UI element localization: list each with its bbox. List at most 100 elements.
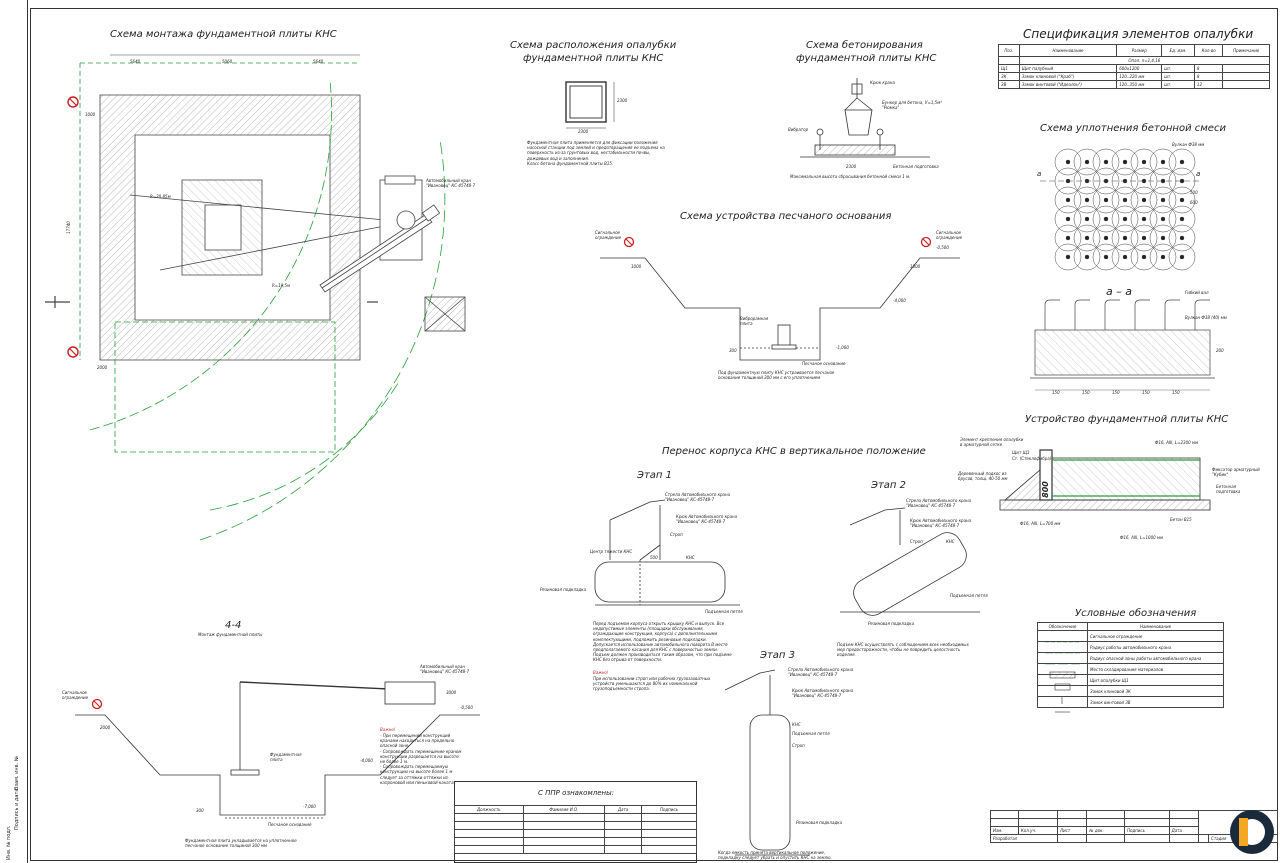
- s2-pipe: Подъемная петля: [950, 593, 988, 598]
- acq-header: Должность: [454, 805, 524, 814]
- compaction-mark-a-right: а: [1196, 170, 1201, 178]
- spec-cell: ЗК: [998, 72, 1020, 81]
- stamp-col: Кол.уч.: [1017, 826, 1059, 835]
- vibration-point: [1160, 254, 1166, 260]
- compaction-radius: [1092, 243, 1120, 271]
- spec-cell: 12: [1193, 80, 1224, 89]
- s3-pipe: Подъемная петля: [792, 731, 830, 736]
- compaction-radius: [1130, 243, 1158, 271]
- s1-kns: КНС: [686, 555, 695, 560]
- title-section44: 4-4: [225, 620, 242, 631]
- concreting-scheme: [800, 78, 930, 158]
- title-spec: Спецификация элементов опалубки: [1023, 27, 1254, 41]
- spec-cell: [1222, 80, 1270, 89]
- stamp-col: Лист: [1057, 826, 1088, 835]
- stamp-col: № док.: [1086, 826, 1125, 835]
- spec-header: Поз.: [998, 44, 1020, 57]
- aa-dim-6: 200: [1216, 348, 1224, 353]
- s1-center: Центр тяжести КНС: [590, 549, 633, 554]
- compaction-radius: [1054, 243, 1082, 271]
- spec-cell: Щ1: [998, 64, 1020, 73]
- acq-header: Фамилия И.О.: [522, 805, 606, 814]
- s3-sling: Строп: [792, 743, 805, 748]
- acq-title: С ППР ознакомлены:: [538, 789, 614, 797]
- mounting-crane-label: Автомобильный кран "Ивановец" КС-45748-7: [426, 178, 476, 188]
- s44-dim-3: 3000: [446, 690, 457, 695]
- concreting-note: Максимальная высота сбрасывания бетонной…: [790, 174, 911, 179]
- fd-l5: Ф16, АIII, L=2300 мм: [1155, 440, 1198, 445]
- compaction-radius: [1168, 148, 1196, 176]
- vibration-point: [1084, 197, 1090, 203]
- spec-cell: Щит палубный: [1018, 64, 1118, 73]
- legend-item: Радиус опасной зоны работы автомобильног…: [1087, 652, 1224, 664]
- mounting-radius1: R=20,85м: [150, 194, 171, 199]
- stage2-drawing: [840, 507, 980, 616]
- compaction-radius: [1149, 243, 1177, 271]
- mounting-dim-5: 1000: [85, 112, 96, 117]
- compaction-radius: [1149, 148, 1177, 176]
- compaction-radius: [1130, 224, 1158, 252]
- legend-item: Место складирования материалов: [1087, 663, 1224, 675]
- s1-pipe: Подъемная петля: [705, 609, 743, 614]
- s44-mark2: -4,000: [360, 758, 373, 763]
- s2-kns: КНС: [946, 539, 955, 544]
- compaction-radius: [1168, 186, 1196, 214]
- aa-board: Гибкий вал: [1185, 290, 1209, 295]
- vibration-point: [1160, 159, 1166, 165]
- drawing-frame: [30, 8, 1278, 861]
- s1-boom: Стрела Автомобильного крана "Ивановец" К…: [665, 492, 731, 502]
- spec-cell: Замок клиновой ("Краб"): [1018, 72, 1118, 81]
- s44-important: - При перемещении конструкций кранами на…: [380, 733, 462, 785]
- compaction-radius: [1092, 224, 1120, 252]
- title-mounting: Схема монтажа фундаментной плиты КНС: [110, 29, 337, 40]
- s2-note: Подъем КНС осуществлять с соблюдением вс…: [837, 642, 969, 658]
- compaction-vibrator: Вулкан Ф38 мм: [1172, 142, 1205, 147]
- vibration-point: [1103, 216, 1109, 222]
- vibration-point: [1141, 197, 1147, 203]
- vibration-point: [1103, 197, 1109, 203]
- spec-header: Размер: [1116, 44, 1163, 57]
- vibration-point: [1160, 197, 1166, 203]
- s2-crane: Крюк Автомобильного крана "Ивановец" КС-…: [910, 518, 972, 528]
- mounting-plan: [45, 54, 466, 541]
- title-formwork-layout-1: Схема расположения опалубки: [510, 40, 677, 51]
- compaction-scheme: [1040, 148, 1200, 271]
- sand-note: Под фундаментную плиту КНС устраивается …: [718, 370, 835, 381]
- compaction-radius: [1092, 205, 1120, 233]
- vibration-point: [1084, 159, 1090, 165]
- aa-dim-5: 150: [1172, 390, 1180, 395]
- vibration-point: [1065, 216, 1071, 222]
- spec-header: Кол-во: [1193, 44, 1224, 57]
- compaction-radius: [1054, 224, 1082, 252]
- vibration-point: [1103, 159, 1109, 165]
- mounting-dim-2: 5060: [222, 59, 233, 64]
- spec-group: Опал. n=1,4,16: [1018, 56, 1271, 65]
- s44-important-title: Важно!: [380, 727, 396, 732]
- list-item: Замок винтовой ЗВ: [1037, 696, 1224, 708]
- compaction-radius: [1149, 186, 1177, 214]
- fd-l10: Бетон В15: [1170, 517, 1192, 522]
- title-transfer: Перенос корпуса КНС в вертикальное полож…: [662, 446, 926, 457]
- spec-header: Ед. изм.: [1161, 44, 1195, 57]
- sand-mark1: -0,500: [936, 245, 949, 250]
- spec-cell: 120..350 мм: [1116, 80, 1163, 89]
- title-compaction: Схема уплотнения бетонной смеси: [1040, 123, 1226, 134]
- compaction-radius: [1111, 148, 1139, 176]
- mounting-dim-1: 5640: [130, 59, 141, 64]
- s44-crane: Автомобильный кран "Ивановец" КС-45748-7: [420, 664, 470, 674]
- compaction-mark-a-left: а: [1037, 170, 1042, 178]
- spec-cell: 8: [1193, 64, 1224, 73]
- title-sand-base: Схема устройства песчаного основания: [680, 211, 892, 222]
- vibration-point: [1065, 254, 1071, 260]
- sand-fence-right: Сигнальное ограждение: [936, 230, 963, 240]
- compaction-radius: [1073, 224, 1101, 252]
- legend-item: Сигнальное ограждение: [1087, 630, 1224, 642]
- title-legend: Условные обозначения: [1075, 608, 1197, 619]
- compaction-radius: [1130, 148, 1158, 176]
- compaction-radius: [1111, 186, 1139, 214]
- s2-boom: Стрела Автомобильного крана "Ивановец" К…: [906, 498, 972, 508]
- fd-l1: Элемент крепления опалубки в арматурной …: [960, 437, 1024, 447]
- compaction-radius: [1073, 186, 1101, 214]
- title-concreting-1: Схема бетонирования: [806, 40, 923, 51]
- compaction-radius: [1111, 243, 1139, 271]
